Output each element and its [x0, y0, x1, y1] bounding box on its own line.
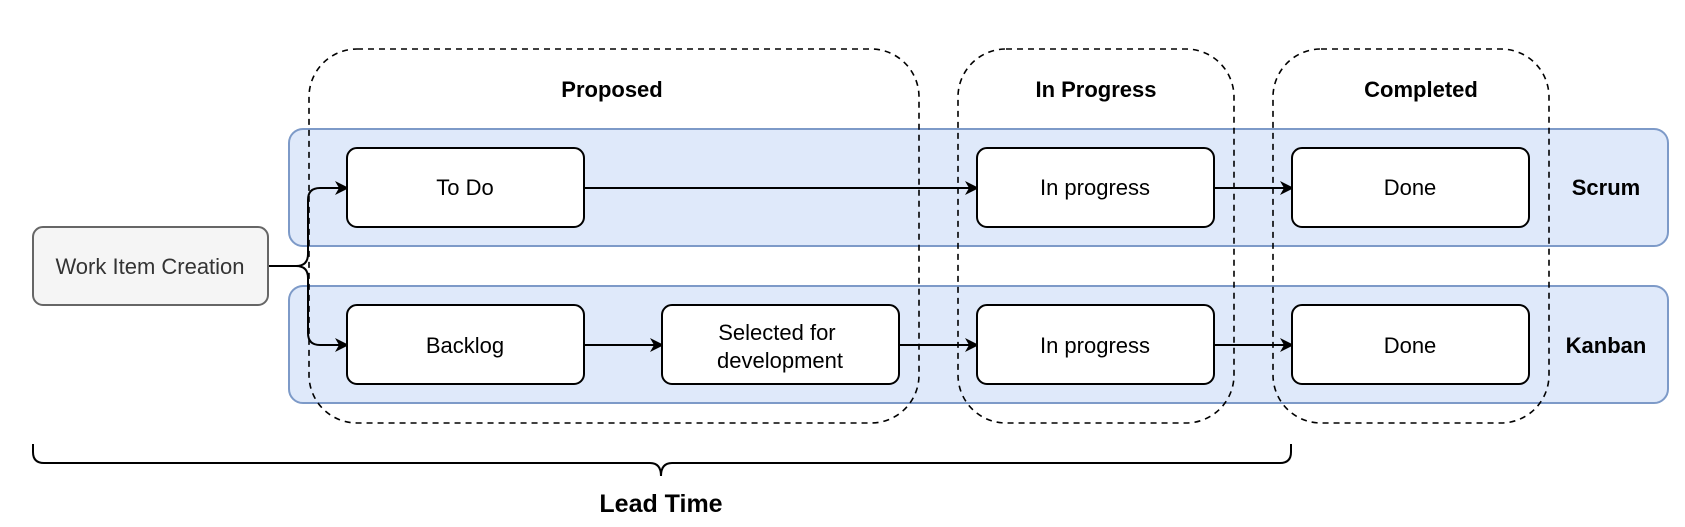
kanban-selected-label: Selected for development: [717, 320, 843, 373]
phase-title-completed: Completed: [1364, 77, 1478, 102]
kanban-done-node: [1291, 304, 1530, 385]
kanban-backlog-node: [346, 304, 585, 385]
in-progress-phase-box: [957, 48, 1235, 424]
scrum-in-progress-label: In progress: [1040, 175, 1150, 200]
connector-start-to-backlog: [268, 265, 349, 352]
lane-label-scrum: Scrum: [1572, 175, 1640, 200]
kanban-done-label: Done: [1384, 333, 1437, 358]
scrum-done-label: Done: [1384, 175, 1437, 200]
lane-label-kanban: Kanban: [1566, 333, 1647, 358]
scrum-todo-label: To Do: [436, 175, 493, 200]
work-item-creation-label: Work Item Creation: [55, 254, 244, 279]
scrum-todo-node: [346, 147, 585, 228]
phase-title-in-progress: In Progress: [1035, 77, 1156, 102]
phase-title-proposed: Proposed: [561, 77, 662, 102]
scrum-done-node: [1291, 147, 1530, 228]
kanban-selected-label-line2: development: [717, 348, 843, 373]
kanban-backlog-label: Backlog: [426, 333, 504, 358]
kanban-selected-node: [661, 304, 900, 385]
proposed-phase-box: [308, 48, 920, 424]
connector-start-to-todo: [268, 181, 349, 267]
scrum-in-progress-node: [976, 147, 1215, 228]
kanban-in-progress-node: [976, 304, 1215, 385]
completed-phase-box: [1272, 48, 1550, 424]
kanban-in-progress-label: In progress: [1040, 333, 1150, 358]
lead-time-label: Lead Time: [599, 490, 722, 518]
work-item-creation-node: [32, 226, 269, 306]
kanban-selected-label-line1: Selected for: [718, 320, 835, 345]
lead-time-brace: [32, 444, 1292, 477]
